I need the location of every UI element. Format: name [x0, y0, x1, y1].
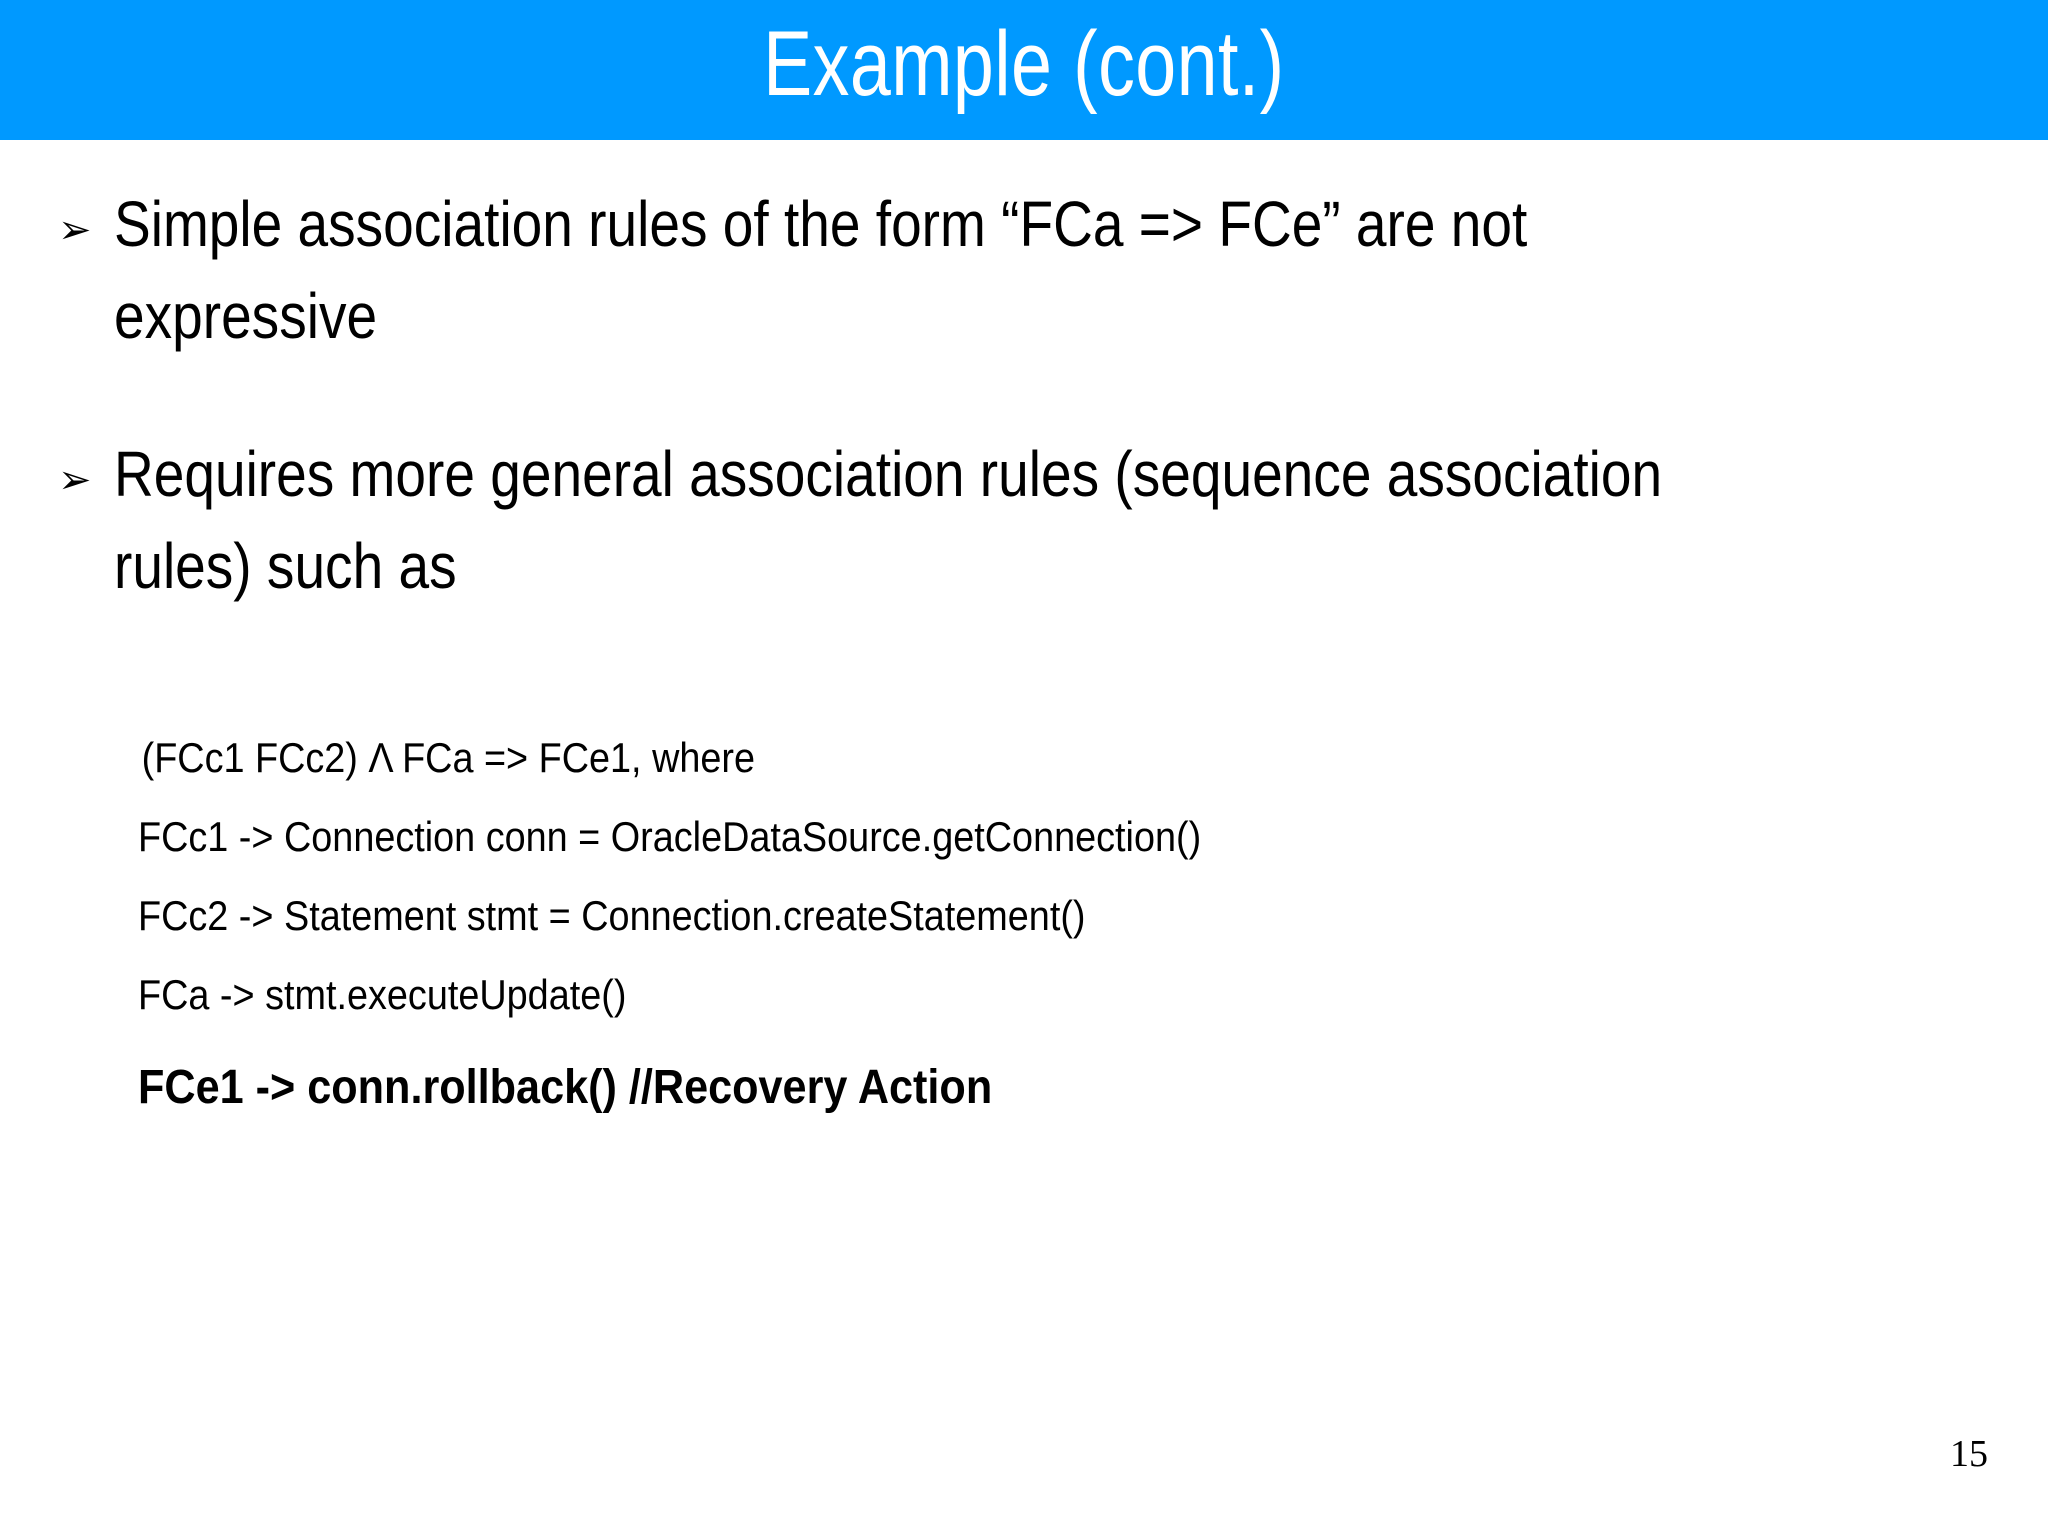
bullet-item: ➢ Simple association rules of the form “…: [58, 178, 2018, 362]
bullet-item-text: Simple association rules of the form “FC…: [114, 188, 1558, 352]
slide-title-bar: Example (cont.): [0, 0, 2048, 140]
rule-definition-list: (FCc1 FCc2) Λ FCa => FCe1, where FCc1 ->…: [138, 718, 1958, 1132]
rule-definition-line: FCa -> stmt.executeUpdate(): [138, 971, 627, 1018]
rule-definition-line-recovery-action: FCe1 -> conn.rollback() //Recovery Actio…: [138, 1061, 993, 1114]
bullet-item-text: Requires more general association rules …: [114, 438, 1678, 602]
rule-definition-line: FCc2 -> Statement stmt = Connection.crea…: [138, 892, 1086, 939]
arrowhead-bullet-icon: ➢: [58, 457, 92, 503]
arrowhead-bullet-icon: ➢: [58, 207, 92, 253]
bullet-item: ➢ Requires more general association rule…: [58, 428, 2018, 612]
slide-body: ➢ Simple association rules of the form “…: [0, 140, 2048, 1535]
slide-title: Example (cont.): [763, 13, 1285, 115]
slide-page-number: 15: [1950, 1433, 1988, 1475]
rule-definition-line: (FCc1 FCc2) Λ FCa => FCe1, where: [141, 734, 756, 781]
rule-definition-line: FCc1 -> Connection conn = OracleDataSour…: [138, 813, 1202, 860]
